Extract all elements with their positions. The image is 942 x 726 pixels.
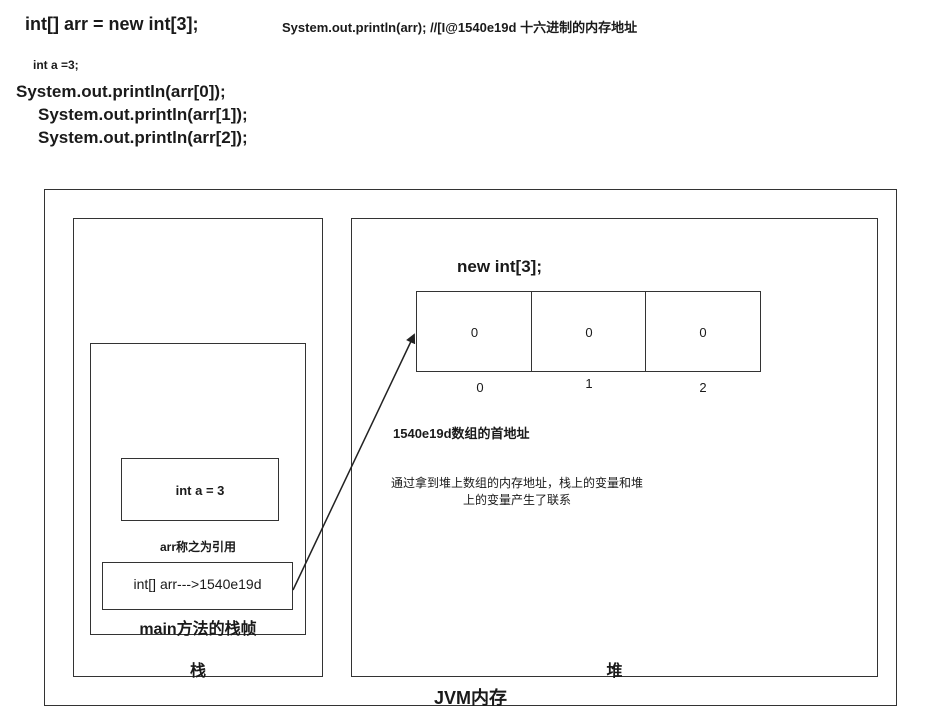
code-line-print-1: System.out.println(arr[1]); [38,105,248,124]
jvm-memory-label: JVM内存 [433,688,507,708]
new-array-label: new int[3]; [457,257,542,276]
link-note-line-2: 上的变量产生了联系 [462,493,571,507]
array-cell-1 [531,291,647,372]
array-index: 1 [585,376,593,391]
code-line-print-0: System.out.println(arr[0]); [16,82,226,101]
var-a-box [121,458,279,521]
arr-ref-label: int[] arr--->1540e19d [133,576,262,592]
array-index: 0 [476,380,484,395]
code-line-print-2: System.out.println(arr[2]); [38,128,248,147]
var-a-label: int a = 3 [175,483,225,498]
arr-ref-caption: arr称之为引用 [159,540,236,554]
heap-label: 堆 [606,663,623,680]
array-cell-0 [416,291,533,372]
code-line-array-decl: int[] arr = new int[3]; [25,14,199,34]
main-frame-label: main方法的栈帧 [139,621,257,638]
link-note-line-1: 通过拿到堆上数组的内存地址，栈上的变量和堆 [390,476,643,490]
array-cell-2 [645,291,761,372]
address-note: 1540e19d数组的首地址 [393,426,530,441]
array-index: 2 [699,380,707,395]
array-cell-value: 0 [585,325,593,340]
array-cell-value: 0 [699,325,707,340]
code-line-int-a: int a =3; [33,58,79,72]
arr-ref-box [102,562,293,610]
array-cell-value: 0 [470,325,479,340]
code-line-print-arr: System.out.println(arr); //[I@1540e19d 十… [282,20,638,35]
stack-label: 栈 [189,663,206,680]
